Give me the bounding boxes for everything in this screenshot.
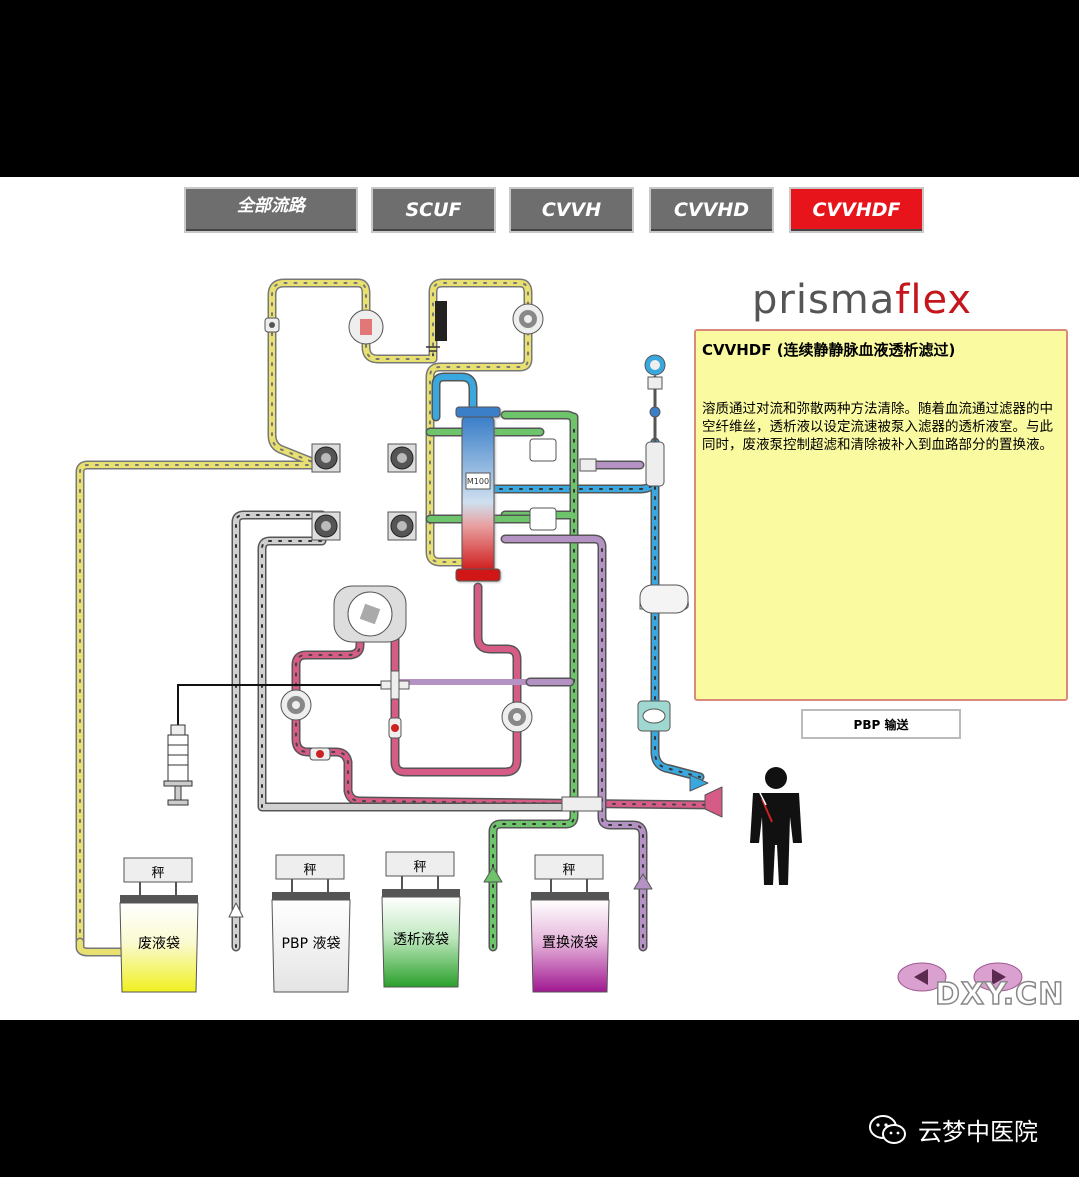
- logo-part-2: flex: [895, 277, 973, 323]
- filter-label: M100: [467, 477, 489, 486]
- yellow-clamp-icon: [264, 317, 280, 333]
- pbp-bag-label: PBP 液袋: [281, 936, 341, 952]
- effluent-sensor-icon: [435, 301, 447, 341]
- effluent-connector-icon: [529, 507, 557, 531]
- filter-pressure-pod-icon: [501, 701, 533, 733]
- stage: 全部流路 SCUF CVVH CVVHD CVVHDF: [0, 177, 1079, 1020]
- prismaflex-logo: prismaflex: [752, 277, 972, 323]
- effluent-pressure-pod-icon: [512, 303, 544, 335]
- next-arrow-icon[interactable]: [973, 962, 1023, 992]
- cvvhd-button[interactable]: CVVHD: [649, 187, 774, 233]
- deaeration-chamber-icon: [645, 441, 665, 487]
- dialysate-bag-label: 透析液袋: [393, 932, 449, 948]
- effluent-pump-icon: [311, 443, 341, 473]
- syringe-icon: [163, 724, 193, 806]
- cross-connector-icon: [380, 670, 410, 700]
- patient-icon: [750, 767, 802, 885]
- scuf-button[interactable]: SCUF: [371, 187, 496, 233]
- patient-connector-icon: [561, 796, 603, 812]
- cvvh-button[interactable]: CVVH: [509, 187, 634, 233]
- circuit-diagram: M100: [75, 278, 1023, 993]
- return-line-devices: [637, 354, 689, 732]
- hemofilter: [455, 406, 501, 582]
- hospital-name: 云梦中医院: [918, 1118, 1038, 1146]
- pbp-scale-label: 秤: [303, 863, 317, 878]
- bags-group: [119, 851, 610, 993]
- cvvhdf-button[interactable]: CVVHDF: [789, 187, 924, 233]
- ground-icon: [426, 346, 440, 356]
- replacement-bag-label: 置换液袋: [542, 935, 598, 951]
- prev-arrow-icon[interactable]: [897, 962, 947, 992]
- info-title: CVVHDF (连续静静脉血液透析滤过): [702, 341, 956, 359]
- replacement-pump-icon: [387, 511, 417, 541]
- blood-leak-detector-icon: [348, 309, 384, 345]
- waste-bag-icon: [119, 857, 199, 993]
- dialysate-scale-label: 秤: [413, 860, 427, 875]
- watermark: DXY.CN: [934, 976, 1065, 1013]
- dialysate-pump-icon: [387, 443, 417, 473]
- logo-part-1: prisma: [752, 277, 896, 323]
- dialysate-bag-icon: [381, 851, 461, 988]
- purple-replacement-line: [500, 460, 653, 952]
- info-body: 溶质通过对流和弥散两种方法清除。随着血流通过滤器的中空纤维丝，透析液以设定流速被…: [702, 401, 1053, 453]
- yellow-effluent-line: [75, 278, 533, 957]
- pbp-pump-icon: [311, 511, 341, 541]
- pink-clamp-2-icon: [388, 717, 402, 739]
- blood-pump-icon: [333, 585, 407, 643]
- pump-icons: [311, 443, 417, 643]
- syringe-line: [177, 684, 395, 725]
- pre-connector-icon: [579, 458, 597, 472]
- replacement-bag-icon: [530, 854, 610, 993]
- wechat-icon: [869, 1114, 906, 1144]
- all-circuits-button[interactable]: 全部流路: [184, 187, 358, 233]
- pink-clamp-icon: [309, 747, 331, 761]
- access-pressure-pod-icon: [280, 689, 312, 721]
- replacement-scale-label: 秤: [562, 863, 576, 878]
- return-pressure-pod-icon: [644, 354, 666, 376]
- gray-pbp-line: [228, 510, 585, 952]
- info-panel: CVVHDF (连续静静脉血液透析滤过) 溶质通过对流和弥散两种方法清除。随着血…: [694, 329, 1068, 701]
- dialysate-connector-icon: [529, 438, 557, 462]
- waste-scale-label: 秤: [151, 866, 165, 881]
- pbp-delivery-button[interactable]: PBP 输送: [801, 709, 961, 739]
- waste-bag-label: 废液袋: [138, 936, 180, 952]
- pbp-bag-icon: [271, 854, 351, 993]
- hospital-badge: 云梦中医院: [868, 1112, 1038, 1147]
- pressure-pods: [264, 301, 603, 812]
